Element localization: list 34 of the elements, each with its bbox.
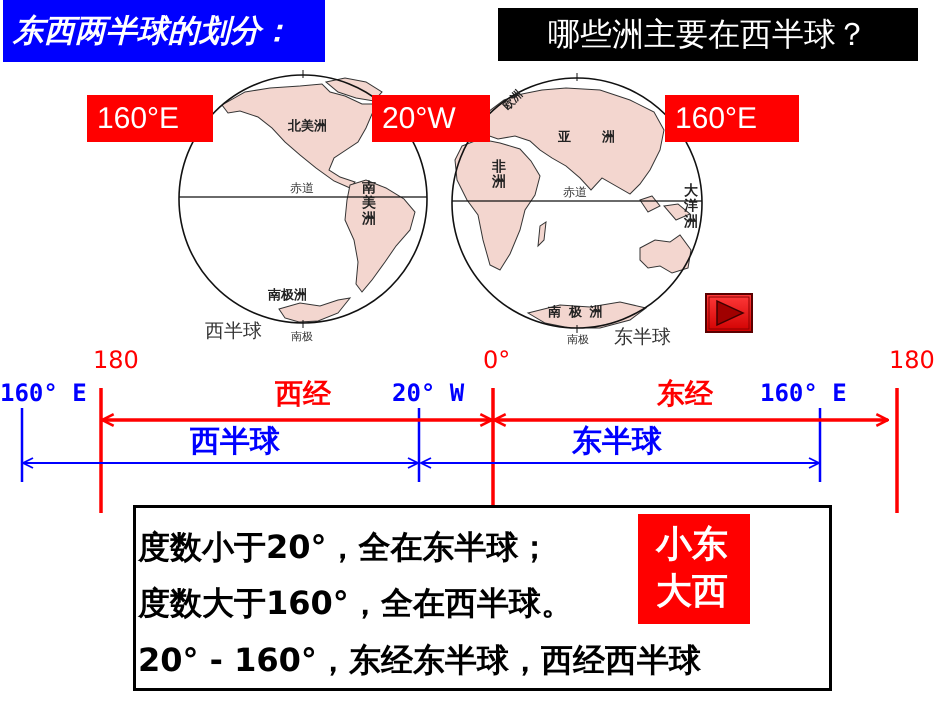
equator-label: 赤道 bbox=[563, 186, 587, 198]
equator-label: 赤道 bbox=[290, 182, 314, 194]
degree-label: 160° E bbox=[0, 381, 87, 405]
rule-text: 20° - 160°，东经东半球，西经西半球 bbox=[138, 643, 701, 678]
degree-label: 180 bbox=[93, 348, 139, 372]
rule-text: 度数小于20°，全在东半球； bbox=[138, 530, 551, 566]
continent-label: 欧洲 bbox=[501, 88, 524, 112]
degree-label: 20° W bbox=[392, 381, 464, 405]
degree-tag: 20°W bbox=[372, 95, 490, 142]
continent-label: 亚洲 bbox=[558, 131, 646, 144]
continent-label: 大洋洲 bbox=[684, 184, 698, 230]
continent-label: 北美洲 bbox=[288, 120, 327, 133]
rule-text: 度数大于160°，全在西半球。 bbox=[138, 586, 573, 622]
degree-label: 0° bbox=[483, 348, 510, 372]
pole-label: 南极 bbox=[567, 334, 589, 345]
question-banner: 哪些洲主要在西半球？ bbox=[498, 8, 918, 61]
mnemonic-tag: 小东大西 bbox=[638, 514, 750, 624]
range-label: 东经 bbox=[657, 380, 713, 408]
continent-label: 南极洲 bbox=[548, 306, 610, 319]
pole-label: 南极 bbox=[291, 331, 313, 342]
degree-tag: 160°E bbox=[665, 95, 799, 142]
hemisphere-caption: 西半球 bbox=[205, 322, 262, 341]
summary-panel bbox=[133, 505, 832, 691]
degree-label: 180 bbox=[889, 348, 935, 372]
title-banner: 东西两半球的划分： bbox=[3, 0, 325, 62]
hemisphere-caption: 东半球 bbox=[614, 328, 671, 347]
range-label: 西半球 bbox=[190, 427, 280, 457]
range-label: 西经 bbox=[275, 380, 331, 408]
degree-label: 160° E bbox=[760, 381, 847, 405]
range-label: 东半球 bbox=[572, 427, 662, 457]
continent-label: 南极洲 bbox=[268, 289, 307, 302]
continent-label: 非洲 bbox=[492, 160, 506, 191]
degree-tag: 160°E bbox=[87, 95, 213, 142]
continent-label: 南美洲 bbox=[362, 181, 376, 228]
